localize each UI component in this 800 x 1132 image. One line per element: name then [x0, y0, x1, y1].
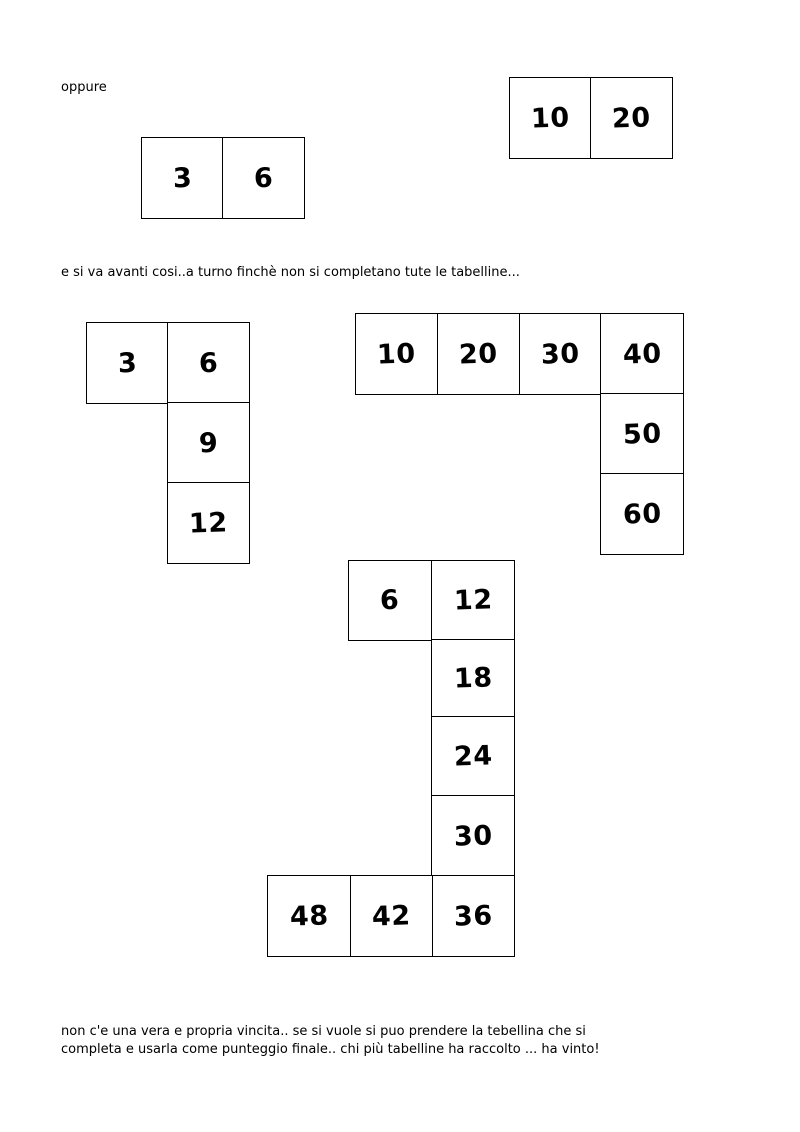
tile: 9	[167, 402, 250, 484]
footer-text-line-2: completa e usarla come punteggio finale.…	[61, 1042, 600, 1057]
tile: 60	[600, 473, 684, 555]
tile: 30	[519, 313, 602, 395]
tile: 10	[355, 313, 438, 395]
tile: 12	[167, 482, 250, 564]
oppure-text: oppure	[61, 80, 107, 95]
tile: 6	[167, 322, 250, 404]
tile: 3	[141, 137, 224, 219]
tile: 18	[431, 639, 515, 718]
tile: 6	[348, 560, 432, 641]
tile: 6	[222, 137, 305, 219]
tile: 48	[267, 875, 351, 957]
tile: 12	[431, 560, 515, 641]
instruction-text: e si va avanti cosi..a turno finchè non …	[61, 265, 520, 280]
tile: 20	[437, 313, 520, 395]
footer-text-line-1: non c'e una vera e propria vincita.. se …	[61, 1024, 586, 1039]
tile: 24	[431, 716, 515, 797]
tile: 10	[509, 77, 592, 159]
tile: 30	[431, 795, 515, 877]
tile: 3	[86, 322, 169, 404]
tile: 36	[431, 875, 515, 957]
tile: 50	[600, 393, 684, 475]
tile: 40	[600, 313, 684, 395]
tile: 20	[590, 77, 673, 159]
tile: 42	[349, 875, 433, 957]
